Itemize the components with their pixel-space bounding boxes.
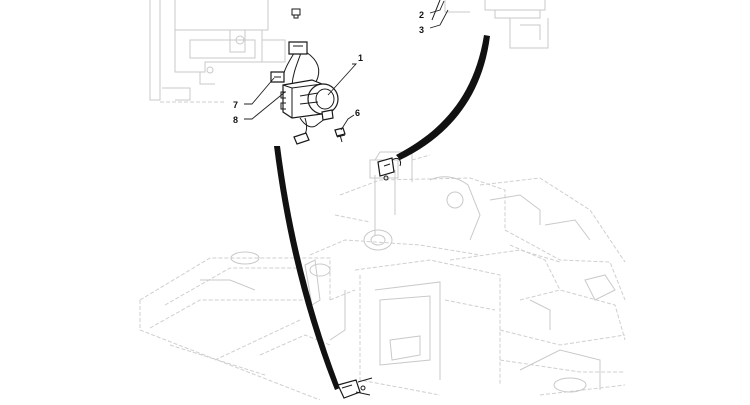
callout-7: 7 — [233, 100, 238, 110]
top-bolt-ghost — [291, 8, 301, 19]
bracket-mount-part — [377, 157, 401, 181]
callout-2: 2 — [419, 10, 424, 20]
assembly-guide-arrow-upper — [396, 35, 490, 160]
callout-1: 1 — [358, 53, 363, 63]
callout-3: 3 — [419, 25, 424, 35]
leader-lines — [244, 0, 449, 131]
upper-bracket-ghost — [149, 0, 286, 103]
assembly-guide-arrow-lower — [274, 146, 340, 390]
machine-frame-ghost — [139, 151, 626, 401]
mounting-location-part — [337, 377, 373, 399]
screw-part — [334, 127, 346, 143]
relay-solenoid-assembly — [270, 41, 339, 145]
upper-right-ghost — [431, 0, 549, 49]
callout-6: 6 — [355, 108, 360, 118]
callout-8: 8 — [233, 115, 238, 125]
